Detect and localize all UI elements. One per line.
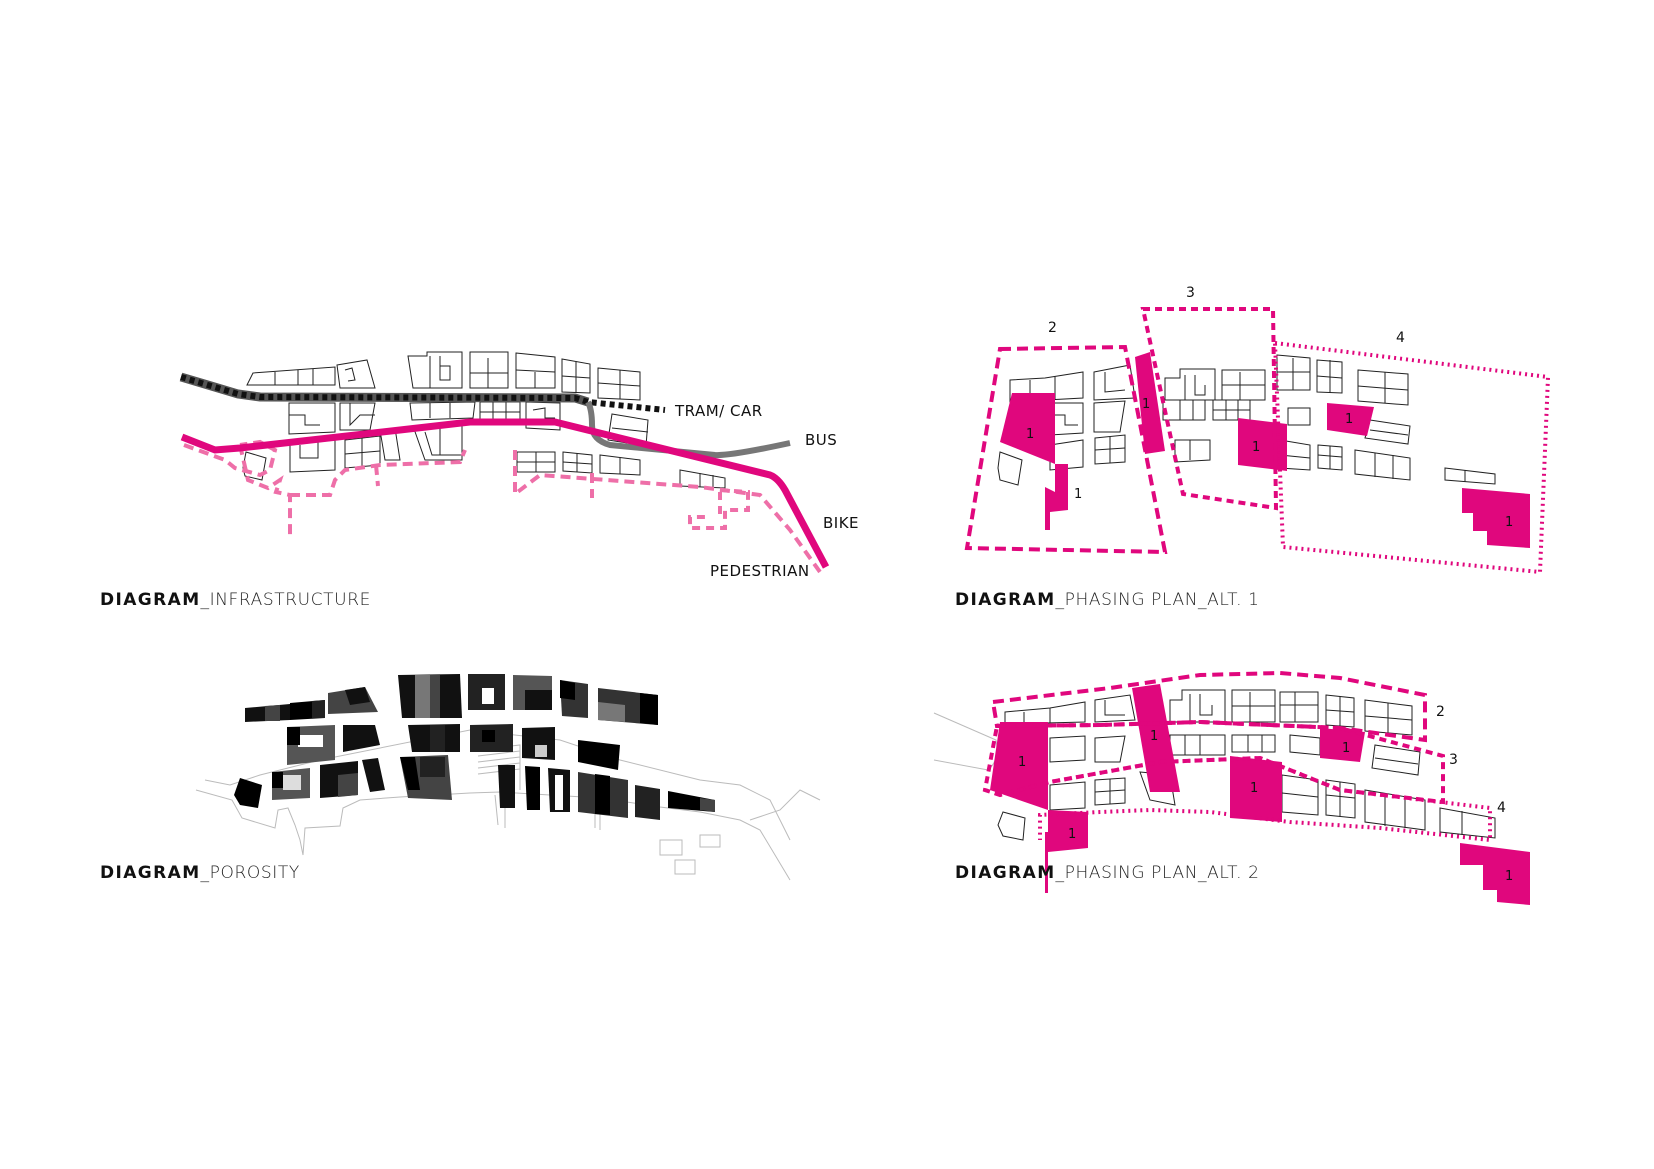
caption-phasing-alt-1: DIAGRAM_PHASING PLAN_ALT. 1 — [955, 590, 1260, 610]
bus-route — [585, 400, 791, 459]
caption-prefix: DIAGRAM — [955, 863, 1056, 883]
caption-prefix: DIAGRAM — [955, 590, 1056, 610]
phasing-alt2-diagram: 1 1 1 1 1 1 2 3 4 — [933, 670, 1530, 905]
label-pedestrian: PEDESTRIAN — [710, 562, 810, 580]
caption-phasing-alt-2: DIAGRAM_PHASING PLAN_ALT. 2 — [955, 863, 1260, 883]
phase-3-boundary — [1140, 307, 1279, 511]
bike-route — [180, 418, 830, 569]
svg-text:1: 1 — [1026, 427, 1034, 442]
building-blocks — [242, 351, 726, 489]
svg-text:1: 1 — [1142, 397, 1150, 412]
porosity-blocks — [234, 674, 715, 820]
caption-prefix: DIAGRAM — [100, 590, 201, 610]
phase-2-label: 2 — [1048, 320, 1057, 336]
svg-text:1: 1 — [1074, 487, 1082, 502]
svg-text:1: 1 — [1345, 412, 1353, 427]
caption-title: _PHASING PLAN_ALT. 2 — [1055, 863, 1260, 883]
phase-1-labels: 1 1 1 1 1 1 — [1018, 729, 1513, 884]
phase-4-label: 4 — [1396, 330, 1405, 346]
caption-porosity: DIAGRAM_POROSITY — [100, 863, 300, 883]
caption-title: _INFRASTRUCTURE — [200, 590, 371, 610]
caption-title: _PHASING PLAN_ALT. 1 — [1055, 590, 1260, 610]
svg-text:1: 1 — [1018, 755, 1026, 770]
label-tram-car: TRAM/ CAR — [674, 402, 763, 420]
svg-text:1: 1 — [1342, 741, 1350, 756]
phase-2-label: 2 — [1436, 704, 1445, 720]
svg-text:1: 1 — [1505, 869, 1513, 884]
phase-1-labels: 1 1 1 1 1 1 — [1026, 397, 1513, 530]
svg-text:1: 1 — [1068, 827, 1076, 842]
phase-2-boundary — [964, 344, 1168, 555]
svg-text:1: 1 — [1252, 440, 1260, 455]
phasing-alt1-diagram: 1 1 1 1 1 1 2 3 4 — [964, 285, 1551, 575]
building-blocks — [997, 354, 1496, 486]
phase-3-label: 3 — [1186, 285, 1195, 301]
label-bus: BUS — [805, 431, 837, 449]
label-bike: BIKE — [823, 514, 859, 532]
phase-4-boundary — [999, 755, 1492, 843]
infrastructure-diagram: TRAM/ CAR BUS BIKE PEDESTRIAN — [179, 351, 859, 580]
tram-car-route — [179, 372, 666, 413]
svg-text:1: 1 — [1150, 729, 1158, 744]
phase-3-label: 3 — [1449, 752, 1458, 768]
porosity-diagram — [195, 674, 821, 881]
caption-prefix: DIAGRAM — [100, 863, 201, 883]
context-lines — [195, 729, 821, 881]
caption-infrastructure: DIAGRAM_INFRASTRUCTURE — [100, 590, 371, 610]
svg-text:1: 1 — [1250, 781, 1258, 796]
caption-title: _POROSITY — [200, 863, 300, 883]
phase-4-label: 4 — [1497, 800, 1506, 816]
svg-text:1: 1 — [1505, 515, 1513, 530]
